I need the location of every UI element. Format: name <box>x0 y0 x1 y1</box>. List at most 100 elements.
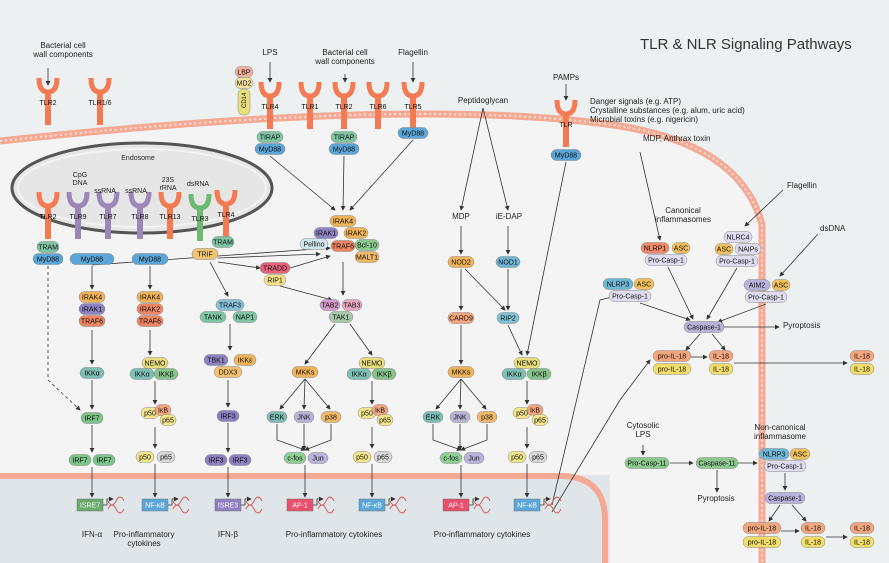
il18_out2-label: IL-18 <box>854 367 870 374</box>
nlrp3_b-label: NLRP3 <box>763 452 786 459</box>
isre3-label: ISRE3 <box>218 503 238 510</box>
protein-proil18_4: pro-IL-18 <box>742 536 782 548</box>
protein-p50_d1: p50 <box>512 407 532 419</box>
erk_2-label: ERK <box>426 415 441 422</box>
asc_n2-label: ASC <box>717 247 731 254</box>
protein-md2: MD2 <box>234 77 254 89</box>
label-ssrna1: ssRNA <box>94 188 116 195</box>
lbp-label: LBP <box>237 70 251 77</box>
protein-irf3_b: IRF3 <box>204 454 228 466</box>
protein-traf6_c: TRAF6 <box>330 240 356 252</box>
gene-nfkb3: NF-κB <box>513 496 562 514</box>
protein-traf3: TRAF3 <box>215 299 245 311</box>
il18_1-label: IL-18 <box>713 354 729 361</box>
protein-jun_2: Jun <box>463 452 485 464</box>
gene-ap1_1: AP-1 <box>286 496 335 514</box>
irak2_b-label: IRAK2 <box>140 307 160 314</box>
p50_d2-label: p50 <box>511 455 523 462</box>
protein-jnk_2: JNK <box>449 411 471 423</box>
protein-il18_1: IL-18 <box>708 350 734 362</box>
tlr_pamps-label: TLR <box>559 122 572 129</box>
protein-tbk1: TBK1 <box>203 354 229 366</box>
label-iedap: iE-DAP <box>496 212 522 221</box>
receptor-tlr7: TLR7 <box>96 191 120 239</box>
protein-il18_4: IL-18 <box>800 536 826 548</box>
protein-mkks_2: MKKs <box>447 366 475 378</box>
irak4_a-label: IRAK4 <box>82 295 102 302</box>
protein-nod1: NOD1 <box>495 256 521 268</box>
protein-ddx3: DDX3 <box>213 366 243 378</box>
nemo_b-label: NEMO <box>145 361 167 368</box>
tlr13-label: TLR13 <box>159 214 180 221</box>
label-flagellin: Flagellin <box>398 48 428 57</box>
mkks_2-label: MKKs <box>452 370 471 377</box>
tram2-label: TRAM <box>213 240 233 247</box>
il18_3-label: IL-18 <box>805 526 821 533</box>
protein-il18_out2: IL-18 <box>849 363 875 375</box>
protein-erk_1: ERK <box>266 411 288 423</box>
proil18_1-label: pro-IL-18 <box>658 354 687 361</box>
tlr7-label: TLR7 <box>99 214 116 221</box>
irf7_c-label: IRF7 <box>96 458 111 465</box>
nfkb3-label: NF-κB <box>517 503 537 510</box>
protein-p38_2: p38 <box>476 411 498 423</box>
protein-myd88_1: MyD88 <box>254 143 286 155</box>
irak1_a-label: IRAK1 <box>82 307 102 314</box>
protein-nlrc4: NLRC4 <box>723 231 753 243</box>
protein-nlrp3_a: NLRP3 <box>602 278 634 290</box>
nod1-label: NOD1 <box>498 260 518 267</box>
receptor-tlr6: TLR6 <box>366 81 390 129</box>
protein-myd88_e1: MyD88 <box>32 253 64 265</box>
gene-isre7: ISRE7 <box>76 496 125 514</box>
ikka_b-label: IKKα <box>134 372 149 379</box>
nemo_d-label: NEMO <box>517 361 539 368</box>
protein-il18_3: IL-18 <box>800 522 826 534</box>
irf3_a-label: IRF3 <box>220 414 235 421</box>
protein-p38_1: p38 <box>320 411 342 423</box>
tlr2_top-label: TLR2 <box>39 100 56 107</box>
myd88_1-label: MyD88 <box>259 147 281 154</box>
protein-irf3_c: IRF3 <box>228 454 252 466</box>
protein-casp1_b: Caspase-1 <box>764 492 806 504</box>
jnk_2-label: JNK <box>453 415 467 422</box>
tram1-label: TRAM <box>38 245 58 252</box>
proil18_4-label: pro-IL-18 <box>748 540 777 547</box>
protein-jnk_1: JNK <box>293 411 315 423</box>
protein-myd88_p: MyD88 <box>550 149 582 161</box>
asc_n1-label: ASC <box>674 246 688 253</box>
rip2-label: RIP2 <box>500 316 516 323</box>
irak4_c-label: IRAK4 <box>333 219 353 226</box>
protein-ikka_b: IKKα <box>129 368 155 380</box>
p50_c2-label: p50 <box>356 455 368 462</box>
nfkb1-label: NF-κB <box>145 503 165 510</box>
procasp_n1-label: Pro-Casp-1 <box>648 258 684 265</box>
cell-membrane-inner <box>0 113 763 563</box>
isre7-label: ISRE7 <box>80 503 100 510</box>
il18_out4-label: IL-18 <box>854 540 870 547</box>
p65_d2-label: p65 <box>532 455 544 462</box>
protein-myd88_e3: MyD88 <box>131 253 169 265</box>
protein-card9: CARD9 <box>447 312 475 324</box>
tlr2_endo-label: TLR2 <box>39 214 56 221</box>
protein-trif: TRIF <box>191 248 219 260</box>
mkks_1-label: MKKs <box>296 370 315 377</box>
protein-ikka_d: IKKα <box>501 368 527 380</box>
bcl10-label: Bcl-10 <box>357 243 377 250</box>
protein-p50_c1: p50 <box>357 407 377 419</box>
tlr2_mid-label: TLR2 <box>335 104 352 111</box>
casp1-label: Caspase-1 <box>687 325 721 332</box>
protein-cfos_2: c-fos <box>439 452 463 464</box>
receptor-tlr_pamps: TLR <box>554 99 578 147</box>
nlrc4-label: NLRC4 <box>727 235 750 242</box>
receptor-tlr4_top: TLR4 <box>258 81 282 129</box>
myd88_e3-label: MyD88 <box>139 257 161 264</box>
p50_b2-label: p50 <box>139 455 151 462</box>
protein-rip2: RIP2 <box>496 312 520 324</box>
